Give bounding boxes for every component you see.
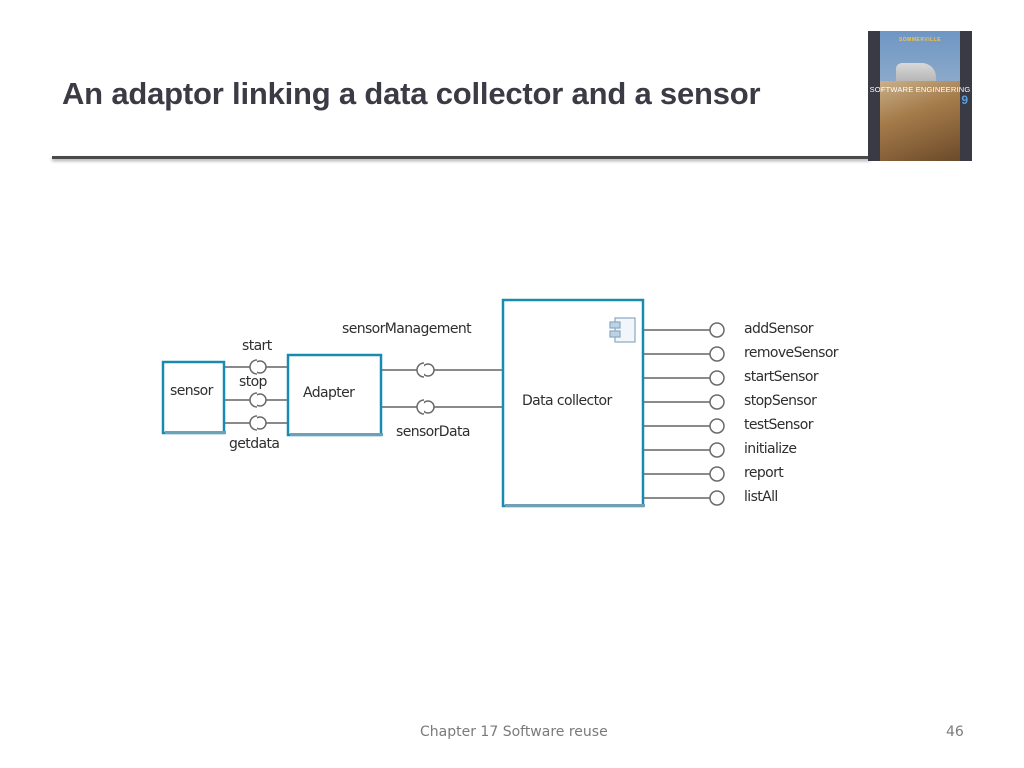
interface-addSensor-symbol — [709, 322, 725, 338]
interface-stop-symbol — [249, 392, 267, 408]
interface-getdata-symbol — [249, 415, 267, 431]
cover-title: SOFTWARE ENGINEERING — [869, 85, 971, 94]
interface-listAll-symbol — [709, 490, 725, 506]
interface-addSensor-label: addSensor — [744, 321, 814, 337]
interface-testSensor-symbol — [709, 418, 725, 434]
footer-chapter: Chapter 17 Software reuse — [420, 724, 608, 740]
interface-startSensor-symbol — [709, 370, 725, 386]
cover-edition: 9 — [961, 93, 968, 107]
interface-sensorManagement-label: sensorManagement — [342, 321, 472, 337]
slide-title: An adaptor linking a data collector and … — [62, 76, 761, 111]
book-cover-image: SOMMERVILLE SOFTWARE ENGINEERING 9 — [868, 31, 972, 161]
interface-sensorData-label: sensorData — [396, 424, 470, 440]
interface-listAll-label: listAll — [744, 489, 778, 505]
data-collector-label: Data collector — [522, 393, 612, 409]
interface-stopSensor-symbol — [709, 394, 725, 410]
interface-stopSensor-label: stopSensor — [744, 393, 817, 409]
sensor-label: sensor — [170, 383, 213, 399]
adapter-component — [286, 353, 383, 437]
interface-start-label: start — [242, 338, 272, 354]
title-divider — [52, 156, 870, 159]
interface-report-label: report — [744, 465, 784, 481]
interface-sensorData-symbol — [416, 399, 435, 415]
cover-author: SOMMERVILLE — [898, 37, 942, 43]
interface-getdata-label: getdata — [229, 436, 280, 452]
interface-initialize-symbol — [709, 442, 725, 458]
interface-sensorManagement-symbol — [416, 362, 435, 378]
interface-removeSensor-label: removeSensor — [744, 345, 839, 361]
data-collector-component — [501, 298, 645, 508]
interface-stop-label: stop — [239, 374, 267, 390]
cover-building — [880, 81, 960, 161]
adapter-label: Adapter — [303, 385, 355, 401]
page-number: 46 — [946, 724, 964, 740]
interface-testSensor-label: testSensor — [744, 417, 813, 433]
interface-start-symbol — [249, 359, 267, 375]
interface-removeSensor-symbol — [709, 346, 725, 362]
interface-startSensor-label: startSensor — [744, 369, 819, 385]
interface-report-symbol — [709, 466, 725, 482]
component-icon — [609, 317, 636, 343]
interface-initialize-label: initialize — [744, 441, 797, 457]
sensor-component — [161, 360, 226, 435]
